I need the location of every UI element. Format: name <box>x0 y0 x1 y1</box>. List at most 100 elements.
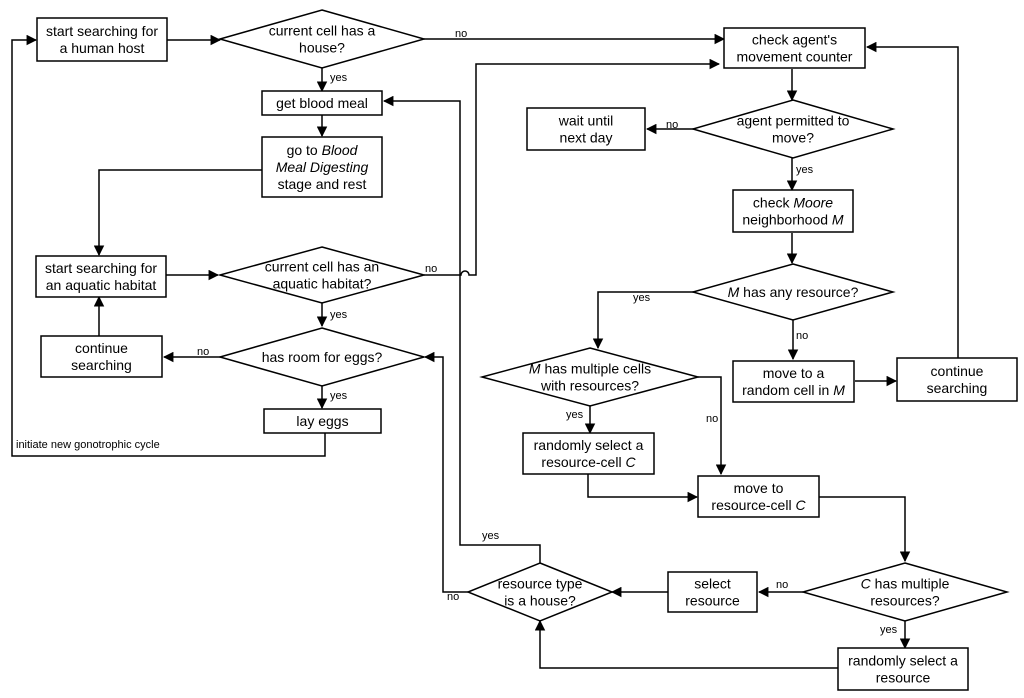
edge-labels: no yes no yes no yes yes no no yes initiate new go… <box>16 28 898 636</box>
edge-label-room-yes: yes <box>330 390 348 402</box>
edge-label-permit-yes: yes <box>796 164 814 176</box>
edge-label-permit-no: no <box>666 119 678 131</box>
edge-label-m-any-yes: yes <box>633 292 651 304</box>
edge-movec-to-cmulti <box>819 496 911 563</box>
node-label-line: randomly select a <box>534 437 644 453</box>
process-box <box>732 360 855 403</box>
node-label-line: searching <box>927 380 988 396</box>
edge-reshouse-yes <box>382 95 541 563</box>
node-label-line: random cell in M <box>742 382 845 398</box>
edge-randomcell-to-movec <box>587 474 699 503</box>
node-label-line: lay eggs <box>296 413 348 429</box>
connector-lines <box>11 33 959 669</box>
node-label-line: start searching for <box>46 23 158 39</box>
node-label-line: M has multiple cells <box>529 361 651 377</box>
edge-label-room-no: no <box>197 346 209 358</box>
node-label-line: continue <box>75 340 128 356</box>
edge-label-new-cycle: initiate new gonotrophic cycle <box>16 439 160 451</box>
edge-new-cycle <box>11 34 326 457</box>
node-label-line: neighborhood M <box>742 212 844 228</box>
process-box <box>261 136 383 198</box>
node-label-line: continue <box>931 363 984 379</box>
process-box <box>896 357 1018 402</box>
node-label-line: movement counter <box>737 49 853 65</box>
node-label-line: current cell has a <box>269 23 376 39</box>
node-label-line: check agent's <box>752 32 837 48</box>
edge-many-yes <box>592 291 694 350</box>
edge-continue-to-counter <box>865 41 959 358</box>
node-label-line: searching <box>71 357 132 373</box>
node-label-line: agent permitted to <box>737 113 850 129</box>
process-box <box>261 90 383 116</box>
edge-aquatic-no <box>424 58 721 276</box>
process-box <box>697 475 820 518</box>
node-blood-meal: get blood meal <box>261 90 383 116</box>
process-box <box>36 17 168 62</box>
process-box <box>35 255 167 298</box>
process-box <box>522 432 655 475</box>
edge-label-m-multi-yes: yes <box>566 409 584 421</box>
decision-diamond <box>217 327 427 387</box>
node-label-line: randomly select a <box>848 653 958 669</box>
node-label-line: get blood meal <box>276 95 368 111</box>
decision-diamond <box>465 562 615 622</box>
node-label-line: resource <box>685 593 740 609</box>
edge-label-aquatic-no: no <box>425 263 437 275</box>
node-label-line: move to <box>734 480 784 496</box>
node-label-line: move to a <box>763 365 825 381</box>
edge-label-c-multi-yes: yes <box>880 624 898 636</box>
decision-diamond <box>217 246 427 304</box>
node-label-line: stage and rest <box>278 176 367 192</box>
edge-label-house-yes: yes <box>330 72 348 84</box>
edge-mmulti-no <box>698 376 727 476</box>
edge-label-m-multi-no: no <box>706 413 718 425</box>
edge-label-res-house-yes: yes <box>482 530 500 542</box>
edge-reshouse-no <box>423 351 468 593</box>
node-label-line: aquatic habitat? <box>273 276 372 292</box>
node-label-line: start searching for <box>45 260 157 276</box>
node-label-line: next day <box>560 130 613 146</box>
node-label-line: resource <box>876 670 931 686</box>
node-label-line: house? <box>299 40 345 56</box>
edge-randomres-to-house <box>534 619 838 669</box>
node-label-line: move? <box>772 130 814 146</box>
edge-label-house-no: no <box>455 28 467 40</box>
process-box <box>526 107 646 151</box>
edge-label-res-house-no: no <box>447 591 459 603</box>
process-box <box>667 571 758 613</box>
decision-diamond <box>800 562 1010 622</box>
edge-label-m-any-no: no <box>796 330 808 342</box>
process-box <box>40 335 163 378</box>
process-box <box>732 189 854 233</box>
node-m-any: M has any resource? <box>690 263 896 321</box>
node-lay-eggs: lay eggs <box>263 408 382 434</box>
node-label-line: select <box>694 576 731 592</box>
process-box <box>837 647 969 691</box>
node-label-line: resources? <box>870 593 939 609</box>
edge-label-c-multi-no: no <box>776 579 788 591</box>
node-label-line: an aquatic habitat <box>46 277 157 293</box>
node-label-line: resource-cell C <box>711 497 806 513</box>
node-label-line: is a house? <box>504 593 576 609</box>
node-label-line: go to Blood <box>287 142 359 158</box>
